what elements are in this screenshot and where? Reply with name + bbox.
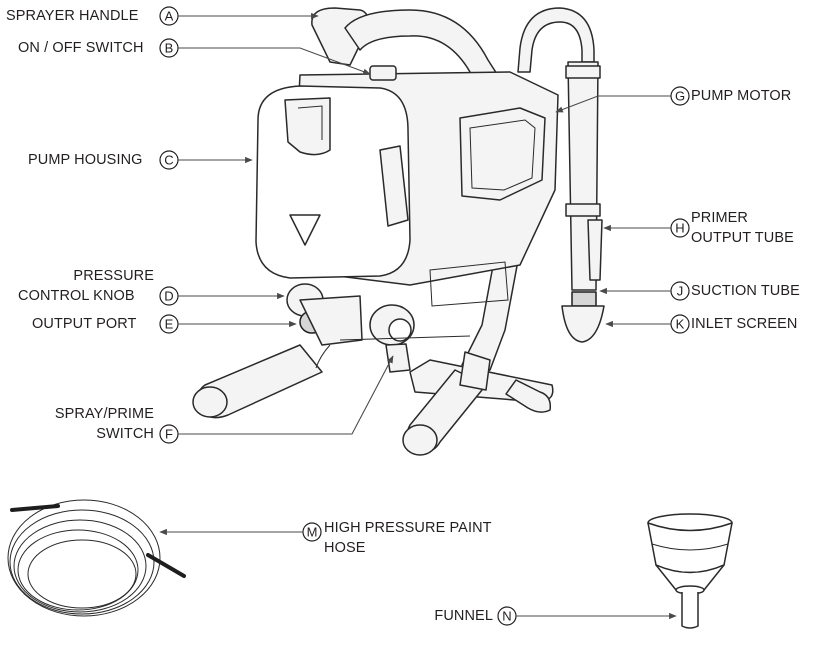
- callout-c: PUMP HOUSING C: [28, 150, 253, 170]
- callout-e: OUTPUT PORT E: [32, 314, 297, 334]
- badge-letter-e: E: [165, 317, 174, 332]
- badge-letter-m: M: [307, 525, 318, 540]
- paint-hose-illustration: [7, 499, 186, 617]
- suction-tube-label: SUCTION TUBE: [691, 283, 800, 299]
- pump-motor-label: PUMP MOTOR: [691, 88, 791, 104]
- badge-letter-j: J: [677, 284, 684, 299]
- callout-h: PRIMER OUTPUT TUBE H: [603, 210, 794, 246]
- badge-letter-k: K: [676, 317, 685, 332]
- pump-front-controls: [286, 283, 415, 373]
- primer-output-label-2: OUTPUT TUBE: [691, 230, 794, 246]
- pressure-control-label-2: CONTROL KNOB: [18, 288, 135, 304]
- callout-g: PUMP MOTOR G: [555, 86, 791, 113]
- callout-a: SPRAYER HANDLE A: [6, 6, 319, 26]
- pump-housing-label: PUMP HOUSING: [28, 152, 143, 168]
- pressure-control-label-1: PRESSURE: [73, 268, 154, 284]
- funnel-label: FUNNEL: [434, 608, 493, 624]
- badge-letter-n: N: [502, 609, 511, 624]
- sprayer-handle-label: SPRAYER HANDLE: [6, 8, 139, 24]
- badge-letter-a: A: [165, 9, 174, 24]
- sprayer-illustration: [192, 7, 605, 456]
- spray-prime-label-2: SWITCH: [96, 426, 154, 442]
- hose-label-1: HIGH PRESSURE PAINT: [324, 520, 492, 536]
- output-port-label: OUTPUT PORT: [32, 316, 137, 332]
- callout-d: PRESSURE CONTROL KNOB D: [18, 268, 285, 306]
- callout-b: ON / OFF SWITCH B: [18, 38, 371, 75]
- on-off-switch-label: ON / OFF SWITCH: [18, 40, 144, 56]
- callout-n: FUNNEL N: [434, 606, 677, 626]
- badge-letter-g: G: [675, 89, 685, 104]
- badge-letter-f: F: [165, 427, 173, 442]
- base-frame: [192, 344, 554, 456]
- callout-j: SUCTION TUBE J: [599, 281, 800, 301]
- badge-letter-c: C: [164, 153, 173, 168]
- primer-output-label-1: PRIMER: [691, 210, 748, 226]
- hose-label-2: HOSE: [324, 540, 366, 556]
- badge-letter-b: B: [165, 41, 174, 56]
- inlet-screen-label: INLET SCREEN: [691, 316, 798, 332]
- pump-housing: [255, 85, 411, 279]
- spray-prime-label-1: SPRAY/PRIME: [55, 406, 154, 422]
- funnel-illustration: [647, 513, 733, 629]
- callout-f: SPRAY/PRIME SWITCH F: [55, 355, 394, 444]
- badge-letter-d: D: [164, 289, 173, 304]
- callout-k: INLET SCREEN K: [605, 314, 798, 334]
- callout-m: HIGH PRESSURE PAINT HOSE M: [159, 520, 492, 556]
- tubes: [517, 7, 605, 343]
- badge-letter-h: H: [675, 221, 684, 236]
